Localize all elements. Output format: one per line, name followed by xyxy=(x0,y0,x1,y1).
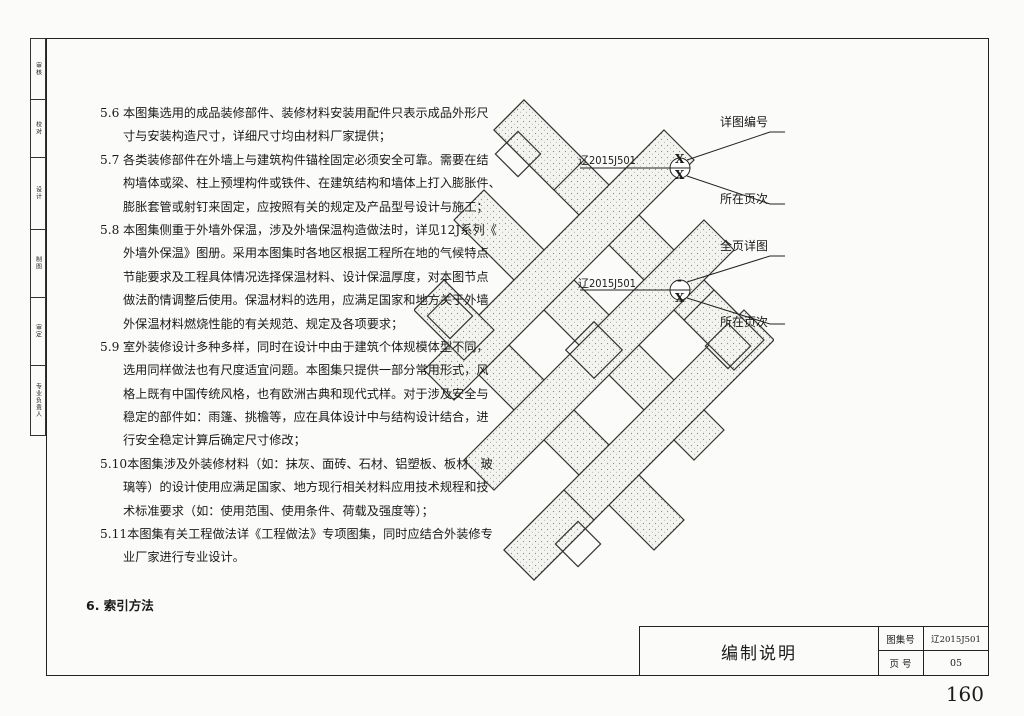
callout-atlas-code: 辽2015J501 xyxy=(578,277,636,290)
text-line: 本图集有关工程做法详《工程做法》专项图集，同时应结合外装修专 xyxy=(127,527,493,542)
drawing-title: 编制说明 xyxy=(640,627,879,675)
sheet-page-number: 160 xyxy=(945,682,984,706)
text-line: 外保温材料燃烧性能的有关规范、规定及各项要求； xyxy=(123,316,404,331)
page-number-value: 05 xyxy=(949,657,963,669)
sidebar-cell: 制图 xyxy=(31,229,45,298)
clause-number: 5.9 xyxy=(100,339,120,354)
callout-page-label: 所在页次 xyxy=(720,315,769,329)
text-line: 业厂家进行专业设计。 xyxy=(123,550,245,565)
callout-upper-symbol: X xyxy=(675,152,685,166)
approval-sidebar: 审核 校对 设计 制图 审定 专业负责人 xyxy=(30,38,46,436)
callout-detail-number-label: 详图编号 xyxy=(720,115,769,129)
text-line: 膨胀套管或射钉来固定，应按照有关的规定及产品型号设计与施工； xyxy=(123,199,489,214)
paragraph-5-11: 5.11本图集有关工程做法详《工程做法》专项图集，同时应结合外装修专 业厂家进行… xyxy=(100,523,500,570)
clause-number: 5.6 xyxy=(100,106,120,120)
callout-page-label: 所在页次 xyxy=(720,192,769,206)
atlas-number-value: 辽2015J501 xyxy=(924,627,988,651)
callout-upper-symbol: - xyxy=(677,273,682,287)
clause-number: 5.11 xyxy=(100,527,128,542)
text-line: 构墙体或梁、柱上预埋构件或铁件、在建筑结构和墙体上打入膨胀件、 xyxy=(123,176,501,191)
text-line: 格上既有中国传统风格，也有欧洲古典和现代式样。对于涉及安全与 xyxy=(123,386,489,401)
text-line: 本图集侧重于外墙外保温，涉及外墙保温构造做法时，详见12J系列《 xyxy=(123,222,497,237)
endless-knot-watermark xyxy=(414,99,774,581)
text-line: 做法酌情调整后使用。保温材料的选用，应满足国家和地方关于外墙 xyxy=(123,293,489,308)
text-line: 寸与安装构造尺寸，详细尺寸均由材料厂家提供； xyxy=(123,129,392,144)
clause-number: 5.8 xyxy=(100,222,120,237)
text-line: 各类装修部件在外墙上与建筑构件锚栓固定必须安全可靠。需要在结 xyxy=(123,152,489,167)
text-line: 外墙外保温》图册。采用本图集时各地区根据工程所在地的气候特点 xyxy=(123,246,489,261)
text-line: 行安全稳定计算后确定尺寸修改； xyxy=(123,433,306,448)
clause-number: 5.10 xyxy=(100,456,128,471)
drawing-frame xyxy=(46,38,989,676)
page-number-label: 页 号 xyxy=(878,651,924,675)
sidebar-cell: 审定 xyxy=(31,297,45,366)
text-line: 术标准要求（如：使用范围、使用条件、荷载及强度等）； xyxy=(123,503,434,518)
text-line: 本图集涉及外装修材料（如：抹灰、面砖、石材、铝塑板、板材、玻 xyxy=(127,456,493,471)
clause-number: 5.7 xyxy=(100,152,120,167)
text-line: 稳定的部件如：雨篷、挑檐等，应在具体设计中与结构设计结合，进 xyxy=(123,410,489,425)
text-line: 璃等）的设计使用应满足国家、地方现行相关材料应用技术规程和技 xyxy=(123,480,489,495)
section-heading: 6. 索引方法 xyxy=(86,598,154,613)
text-line: 选用同样做法也有尺度适宜问题。本图集只提供一部分常用形式，风 xyxy=(123,363,489,378)
index-callout-lines xyxy=(580,131,785,325)
sidebar-cell: 校对 xyxy=(31,99,45,158)
sidebar-cell: 专业负责人 xyxy=(34,382,42,418)
text-line: 室外装修设计多种多样，同时在设计中由于建筑个体规模体型不同， xyxy=(123,339,489,354)
title-block: 编制说明 图集号 辽2015J501 页 号 05 xyxy=(639,626,989,676)
callout-lower-symbol: X xyxy=(675,291,685,305)
atlas-number-label: 图集号 xyxy=(878,627,924,651)
callout-lower-symbol: X xyxy=(675,168,685,182)
text-line: 节能要求及工程具体情况选择保温材料、设计保温厚度，对本图节点 xyxy=(123,269,489,284)
sidebar-cell: 设计 xyxy=(31,157,45,230)
sidebar-cell: 审核 xyxy=(31,39,45,100)
text-line: 本图集选用的成品装修部件、装修材料安装用配件只表示成品外形尺 xyxy=(123,106,489,120)
callout-full-page-label: 全页详图 xyxy=(720,239,769,253)
paragraph-5-10: 5.10本图集涉及外装修材料（如：抹灰、面砖、石材、铝塑板、板材、玻 璃等）的设… xyxy=(100,453,500,523)
callout-atlas-code: 辽2015J501 xyxy=(578,154,636,167)
